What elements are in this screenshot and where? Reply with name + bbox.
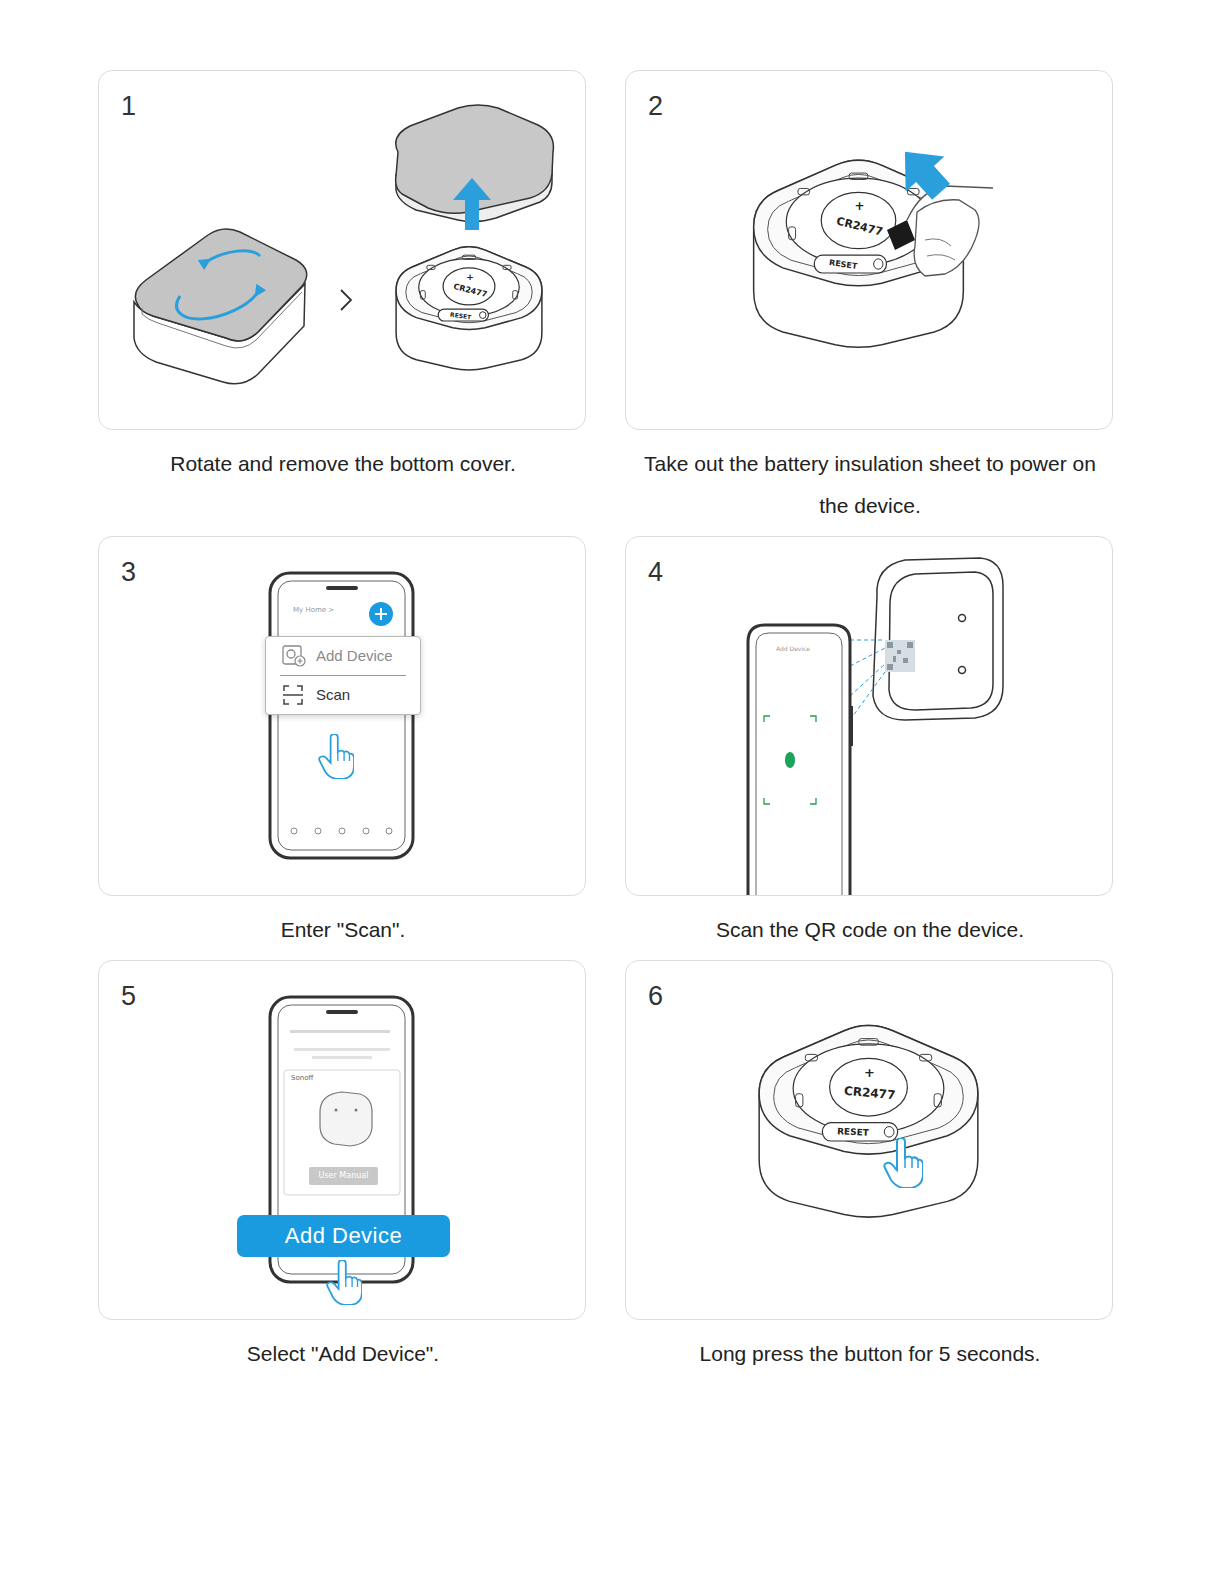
part-label: + [466, 273, 474, 282]
step-number: 4 [648, 559, 663, 586]
part-label: CR2477 [843, 1085, 895, 1101]
scan-icon [282, 684, 306, 706]
step-caption: Scan the QR code on the device. [640, 909, 1100, 951]
step-number: 6 [648, 983, 663, 1010]
menu-divider [280, 675, 406, 676]
part-label: RESET [449, 312, 471, 321]
step-caption: Long press the button for 5 seconds. [640, 1333, 1100, 1375]
part-label: Sonoff [291, 1075, 313, 1082]
part-label: RESET [836, 1127, 868, 1138]
step-number: 1 [121, 93, 136, 120]
part-label: My Home > [293, 607, 334, 614]
part-label: + [854, 200, 864, 212]
step-caption: Rotate and remove the bottom cover. [113, 443, 573, 485]
part-label: RESET [829, 259, 858, 271]
step-caption: Select "Add Device". [113, 1333, 573, 1375]
step-caption: Enter "Scan". [113, 909, 573, 951]
step-panel: 6Long press the button for 5 seconds.CR2… [625, 960, 1113, 1320]
part-label: CR2477 [452, 283, 487, 299]
step-caption: Take out the battery insulation sheet to… [640, 443, 1100, 527]
menu-item: Add Device [266, 637, 420, 675]
part-label: + [864, 1066, 875, 1079]
part-label: Add Device [776, 646, 810, 652]
part-label: User Manual [309, 1167, 378, 1185]
add-device-icon [282, 645, 306, 667]
step-panel: 2Take out the battery insulation sheet t… [625, 70, 1113, 430]
popup-menu: Add DeviceScan [265, 636, 421, 715]
button-text: Add Device [285, 1223, 403, 1249]
step-panel: 3Enter "Scan".Add DeviceScanMy Home > [98, 536, 586, 896]
menu-item-text: Scan [316, 685, 350, 705]
step-panel: 5Select "Add Device".Add DeviceSonoffUse… [98, 960, 586, 1320]
menu-item: Scan [266, 676, 420, 714]
add-device-button: Add Device [237, 1215, 450, 1257]
step-panel: 4Scan the QR code on the device.Add Devi… [625, 536, 1113, 896]
step-number: 3 [121, 559, 136, 586]
part-label: CR2477 [835, 216, 883, 238]
step-panel: 1Rotate and remove the bottom cover.CR24… [98, 70, 586, 430]
step-number: 5 [121, 983, 136, 1010]
step-number: 2 [648, 93, 663, 120]
menu-item-text: Add Device [316, 646, 393, 666]
